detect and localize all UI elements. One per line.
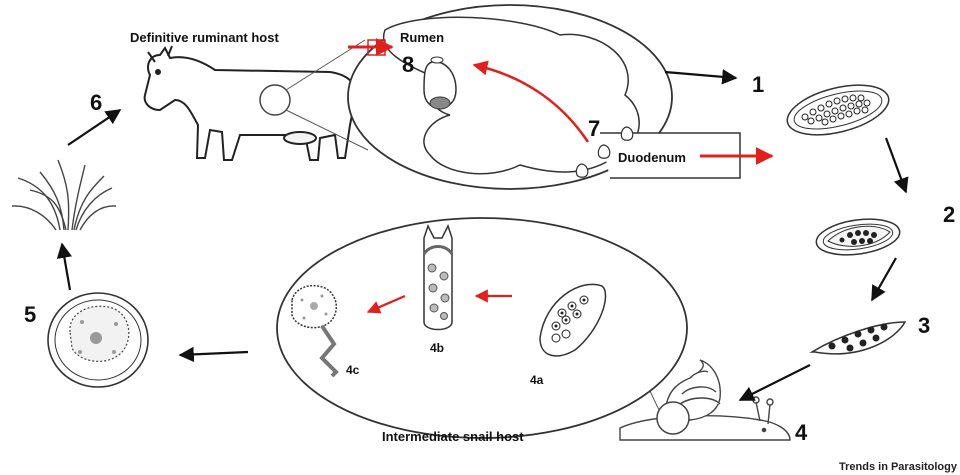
miracidium-stage-3-icon: [812, 322, 905, 354]
egg-stage-2-icon: [814, 214, 902, 259]
stage-7-label: 7: [588, 116, 600, 141]
arrow-3-to-4: [740, 365, 810, 400]
stage-4c-label: 4c: [346, 363, 360, 377]
stage-6-label: 6: [90, 90, 102, 115]
rumen-label: Rumen: [400, 30, 444, 45]
arrow-2-to-3: [872, 258, 896, 300]
stage-1-label: 1: [752, 72, 764, 97]
stage-8-label: 8: [402, 52, 414, 77]
cow-icon: [145, 46, 356, 160]
metacercaria-stage-5-icon: [48, 293, 148, 387]
definitive-host-label: Definitive ruminant host: [130, 30, 279, 45]
arrow-gut-to-1: [665, 72, 736, 78]
redia-4b-icon: [424, 226, 452, 330]
rumen-location-marker: [260, 85, 290, 115]
arrow-grass-to-cow: [68, 110, 120, 145]
stage-3-label: 3: [918, 313, 930, 338]
duodenum-label: Duodenum: [618, 150, 686, 165]
stage-4-label: 4: [795, 420, 808, 445]
arrow-1-to-2: [886, 138, 906, 192]
arrow-5-to-grass: [62, 244, 70, 290]
grass-icon: [12, 160, 116, 230]
stage-2-label: 2: [943, 202, 955, 227]
egg-stage-1-icon: [782, 76, 894, 144]
stage-4a-label: 4a: [530, 373, 544, 387]
snail-magnifier-circle: [277, 218, 687, 438]
snail-zoom-marker: [657, 402, 689, 434]
intermediate-host-label: Intermediate snail host: [382, 429, 524, 444]
source-credit: Trends in Parasitology: [839, 461, 958, 473]
arrow-4-to-5: [180, 352, 248, 355]
stage-4b-label: 4b: [430, 341, 444, 355]
stage-5-label: 5: [24, 302, 36, 327]
